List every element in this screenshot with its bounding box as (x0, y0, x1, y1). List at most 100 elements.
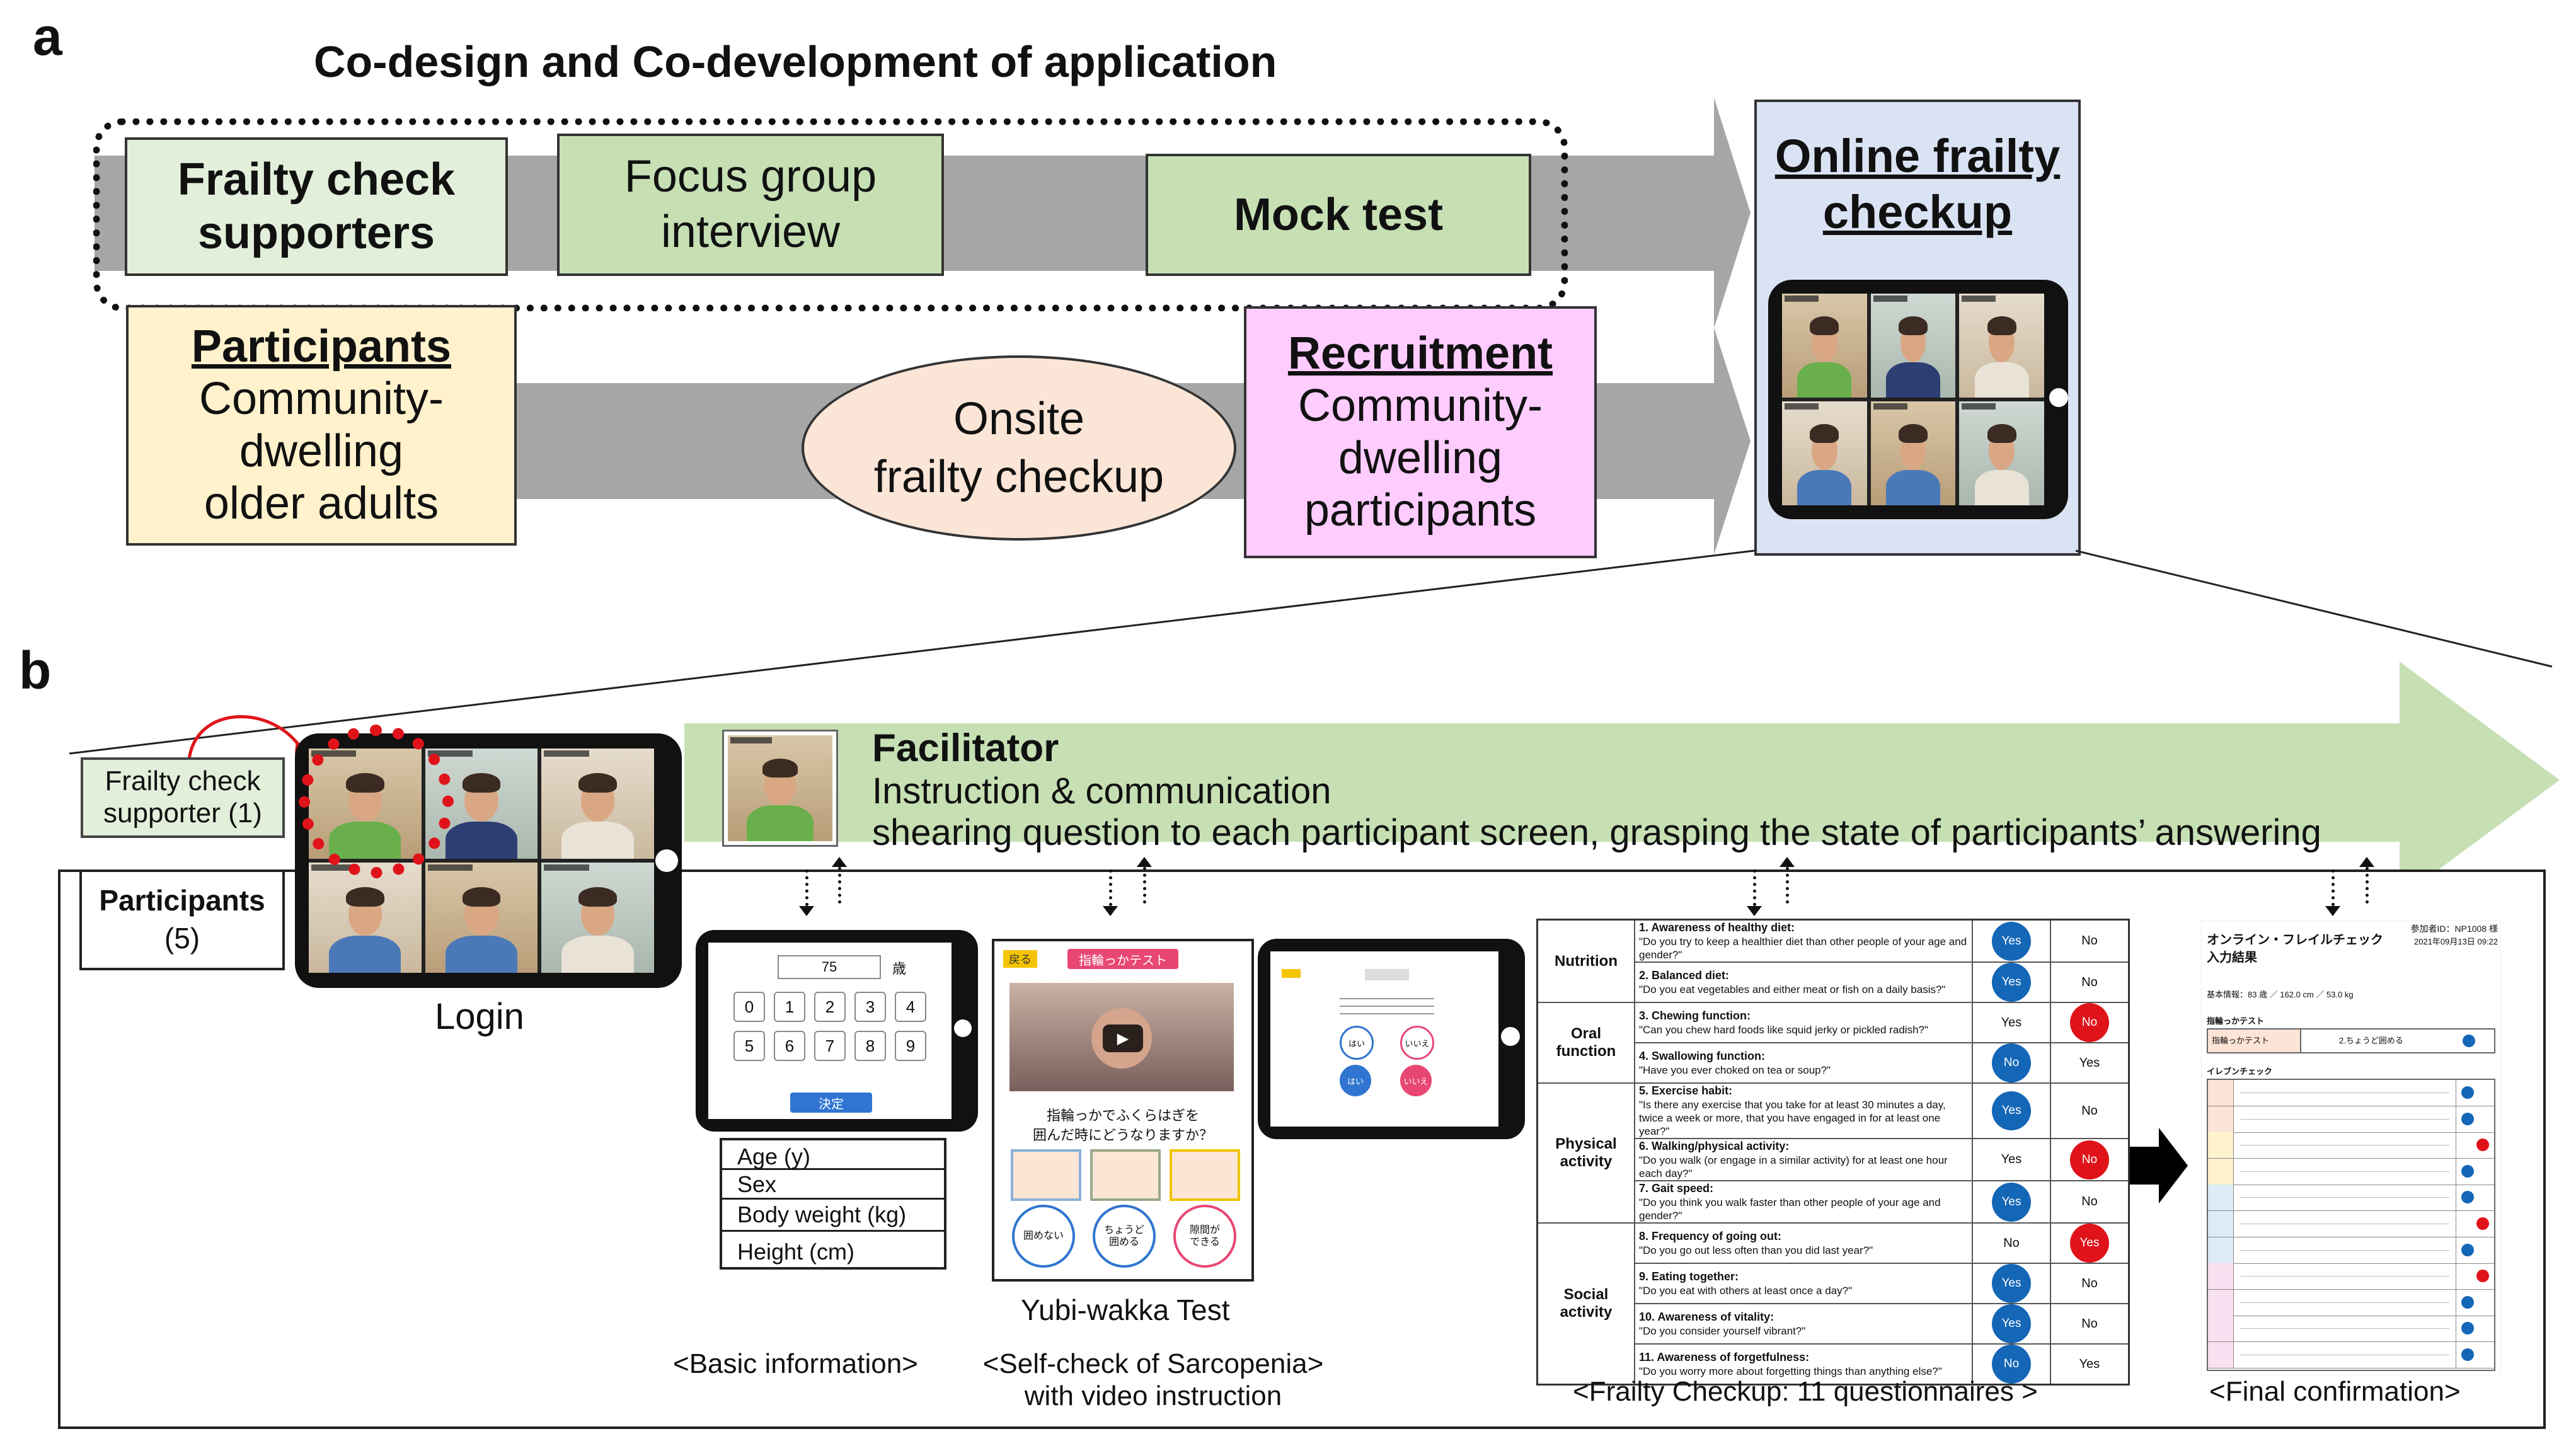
video-tile (1959, 401, 2044, 505)
final-title: オンライン・フレイルチェック 入力結果 (2207, 933, 2383, 965)
answer-option-left[interactable]: Yes (1992, 1264, 2031, 1304)
video-tile (1870, 401, 1956, 505)
question-title: 8. Frequency of going out: (1639, 1230, 1781, 1243)
play-icon[interactable]: ▶ (1103, 1024, 1143, 1052)
online-checkup-tablet (1768, 280, 2068, 519)
keypad-key[interactable]: 7 (814, 1031, 846, 1061)
final-yubi-heading: 指輪っかテスト (2207, 1016, 2265, 1026)
answer-option-left[interactable]: Yes (2001, 1152, 2022, 1167)
tablet-yes-selected[interactable]: はい (1340, 1065, 1371, 1096)
tablet-home-button (1501, 1027, 1520, 1046)
video-tile (1782, 294, 1867, 398)
yubi-option-gap[interactable]: 隙間が できる (1173, 1205, 1236, 1268)
answer-option-left[interactable]: No (2003, 1236, 2020, 1250)
participants-label: Participants (5) (79, 869, 285, 970)
facilitator-arrow (684, 662, 2560, 898)
yubi-option-cannot[interactable]: 囲めない (1012, 1205, 1075, 1268)
answer-option-right[interactable]: Yes (2079, 1357, 2100, 1371)
keypad-key[interactable]: 9 (895, 1031, 926, 1061)
answer-option-right[interactable]: Yes (2070, 1224, 2109, 1263)
video-tile (425, 863, 538, 973)
keypad-key[interactable]: 4 (895, 992, 926, 1022)
question-text-cell: 7. Gait speed:"Do you think you walk fas… (1634, 1180, 1973, 1224)
back-button[interactable]: 戻る (1003, 950, 1037, 968)
answer-option-left[interactable]: Yes (1992, 1304, 2031, 1344)
keypad-key[interactable]: 5 (733, 1031, 765, 1061)
question-text-cell: 2. Balanced diet:"Do you eat vegetables … (1634, 961, 1973, 1003)
basic-field-height: Height (cm) (737, 1239, 855, 1265)
yubi-illustration-1 (1011, 1149, 1081, 1201)
participants-title: Participants (191, 321, 452, 372)
question-title: 4. Swallowing function: (1639, 1050, 1765, 1063)
tablet-no-button[interactable]: いいえ (1400, 1026, 1434, 1060)
answer-option-right[interactable]: No (2081, 1195, 2098, 1209)
answer-option-right[interactable]: No (2081, 1103, 2098, 1118)
question-text: "Do you worry more about forgetting thin… (1639, 1365, 1942, 1377)
question-row: 10. Awareness of vitality:"Do you consid… (1538, 1303, 2130, 1345)
question-category: Social activity (1536, 1222, 1635, 1386)
zoom-connector-lines (69, 549, 2553, 755)
answer-option-right[interactable]: No (2081, 1276, 2098, 1290)
answer-option-right[interactable]: Yes (2079, 1055, 2100, 1070)
final-result-row (2208, 1080, 2494, 1106)
question-category: Physical activity (1536, 1082, 1635, 1224)
basic-info-caption: <Basic information> (673, 1348, 918, 1379)
question-text-cell: 9. Eating together:"Do you eat with othe… (1634, 1263, 1973, 1305)
tablet-home-button (954, 1019, 972, 1037)
answer-option-left[interactable]: Yes (2001, 1015, 2022, 1030)
tablet-home-button (655, 849, 678, 872)
keypad-key[interactable]: 1 (774, 992, 805, 1022)
answer-option-left[interactable]: No (1992, 1043, 2031, 1082)
participants-desc: Community- dwelling older adults (198, 374, 444, 529)
yubi-caption: Yubi-wakka Test (1021, 1294, 1230, 1326)
basic-field-sex: Sex (722, 1170, 944, 1200)
yubi-option-exact[interactable]: ちょうど 囲める (1093, 1205, 1156, 1268)
mock-test-box: Mock test (1146, 154, 1531, 276)
final-result-row (2208, 1316, 2494, 1343)
age-input[interactable]: 75 (778, 955, 881, 979)
sarcopenia-caption: <Self-check of Sarcopenia> with video in… (982, 1348, 1324, 1411)
answer-option-left[interactable]: Yes (1992, 963, 2031, 1002)
keypad-key[interactable]: 8 (854, 1031, 886, 1061)
answer-option-left[interactable]: No (1992, 1345, 2031, 1384)
submit-button[interactable]: 決定 (790, 1093, 872, 1113)
question-text-cell: 1. Awareness of healthy diet:"Do you try… (1634, 919, 1973, 963)
answer-option-right[interactable]: No (2081, 1316, 2098, 1331)
answer-option-right[interactable]: No (2081, 934, 2098, 948)
video-tile (1782, 401, 1867, 505)
question-row: 6. Walking/physical activity:"Do you wal… (1538, 1138, 2130, 1182)
answer-option-left[interactable]: Yes (1992, 1091, 2031, 1131)
final-result-row (2208, 1211, 2494, 1237)
final-result-row (2208, 1106, 2494, 1133)
instruction-video[interactable]: ▶ (1009, 983, 1234, 1091)
final-participant-id: 参加者ID：NP1008 様 (2410, 924, 2498, 934)
keypad-key[interactable]: 2 (814, 992, 846, 1022)
answer-option-right[interactable]: No (2070, 1140, 2109, 1179)
to-final-arrow (2130, 1128, 2188, 1203)
answer-option-left[interactable]: Yes (1992, 921, 2031, 961)
answer-option-left[interactable]: Yes (1992, 1182, 2031, 1222)
final-result-row (2208, 1263, 2494, 1290)
tablet-no-selected[interactable]: いいえ (1400, 1065, 1432, 1096)
tablet-home-button (2049, 388, 2068, 407)
question-title: 2. Balanced diet: (1639, 969, 1730, 982)
question-text-cell: 11. Awareness of forgetfulness:"Do you w… (1634, 1343, 1973, 1386)
yubi-question: 指輪っかでふくらはぎを 囲んだ時にどうなりますか？ (1032, 1108, 1213, 1143)
answer-option-right[interactable]: No (2081, 975, 2098, 989)
question-row: 4. Swallowing function:"Have you ever ch… (1538, 1042, 2130, 1084)
keypad-key[interactable]: 6 (774, 1031, 805, 1061)
question-row: 2. Balanced diet:"Do you eat vegetables … (1538, 961, 2130, 1003)
final-result-row (2208, 1185, 2494, 1212)
question-title: 1. Awareness of healthy diet: (1639, 921, 1795, 934)
keypad-key[interactable]: 3 (854, 992, 886, 1022)
question-text-cell: 10. Awareness of vitality:"Do you consid… (1634, 1303, 1973, 1345)
tablet-yes-button[interactable]: はい (1340, 1026, 1374, 1060)
answer-option-right[interactable]: No (2070, 1003, 2109, 1042)
keypad-key[interactable]: 0 (733, 992, 765, 1022)
question-title: 5. Exercise habit: (1639, 1084, 1733, 1097)
video-tile (541, 863, 654, 973)
login-caption: Login (435, 996, 524, 1037)
